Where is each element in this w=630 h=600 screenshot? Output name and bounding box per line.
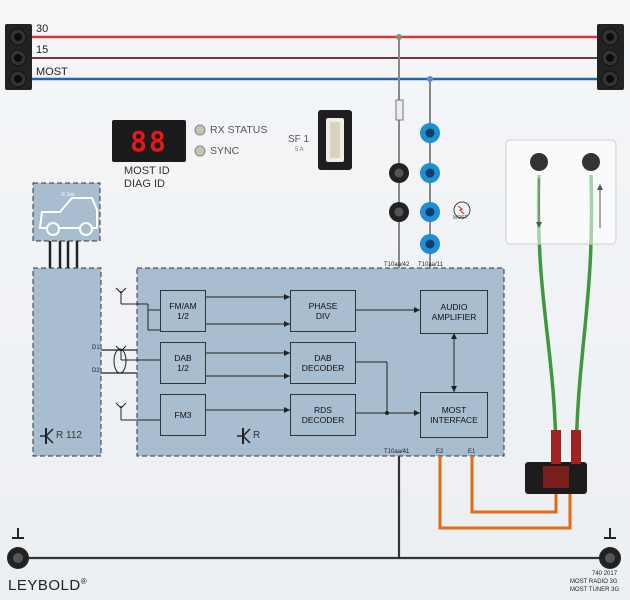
e1-label: E1: [468, 449, 476, 455]
display-digits: 88: [130, 124, 168, 158]
block-dab-decoder: DAB DECODER: [290, 342, 356, 384]
most-symbol-label: MOST: [453, 215, 468, 221]
clamp-screw-right[interactable]: [582, 153, 600, 171]
id-display: 88: [112, 120, 186, 162]
antenna-icon-3: [115, 402, 127, 420]
block-phase-div: PHASE DIV: [290, 290, 356, 332]
t42-label: T10aa/42: [384, 262, 410, 268]
ground-icon-right: [604, 528, 616, 539]
led-sync: [194, 145, 206, 157]
e2-label: E2: [436, 449, 444, 455]
product-code: 740 2017: [592, 571, 618, 577]
fuse-symbol: [395, 99, 404, 121]
bus-15-label: 15: [36, 44, 49, 56]
wire-e1-orange: [470, 456, 558, 514]
ground-icon-left: [12, 528, 24, 539]
fuse-label: SF 1: [288, 134, 310, 145]
antenna-icon-2: [115, 345, 127, 360]
block-most-interface: MOST INTERFACE: [420, 392, 488, 438]
model-line2: MOST TUNER 3G: [570, 587, 620, 593]
block-fm3: FM3: [160, 394, 206, 436]
block-dab: DAB 1/2: [160, 342, 206, 384]
car-label: E 2xx: [62, 192, 75, 198]
car-icon: [38, 197, 98, 229]
block-fm-am: FM/AM 1/2: [160, 290, 206, 332]
display-line2: DIAG ID: [124, 178, 165, 190]
t41-label: T10aa/41: [384, 449, 410, 455]
block-audio-amplifier: AUDIO AMPLIFIER: [420, 290, 488, 334]
t11-label: T10aa/11: [418, 262, 443, 268]
most-symbol-icon: [453, 201, 471, 219]
clamp-screw-left[interactable]: [530, 153, 548, 171]
fuse-rating: 5 A: [295, 147, 304, 153]
model-line1: MOST RADIO 3G: [570, 579, 618, 585]
d2-label: D2: [92, 368, 100, 374]
led-rx-status: [194, 124, 206, 136]
bus-most-label: MOST: [36, 66, 68, 78]
twisted-pair-icon: [113, 348, 127, 374]
d1-label: D1: [92, 345, 100, 351]
display-line1: MOST ID: [124, 165, 170, 177]
block-rds-decoder: RDS DECODER: [290, 394, 356, 436]
r112-label: R 112: [56, 430, 82, 441]
wire-e2-orange: [438, 456, 572, 530]
antenna-icon-1: [115, 287, 127, 304]
r-label: R: [253, 430, 261, 441]
left-module-r112: [32, 267, 102, 457]
rx-status-label: RX STATUS: [210, 124, 268, 136]
sync-label: SYNC: [210, 145, 240, 157]
bus-30-label: 30: [36, 23, 49, 35]
brand-logo: LEYBOLD®: [8, 577, 88, 594]
